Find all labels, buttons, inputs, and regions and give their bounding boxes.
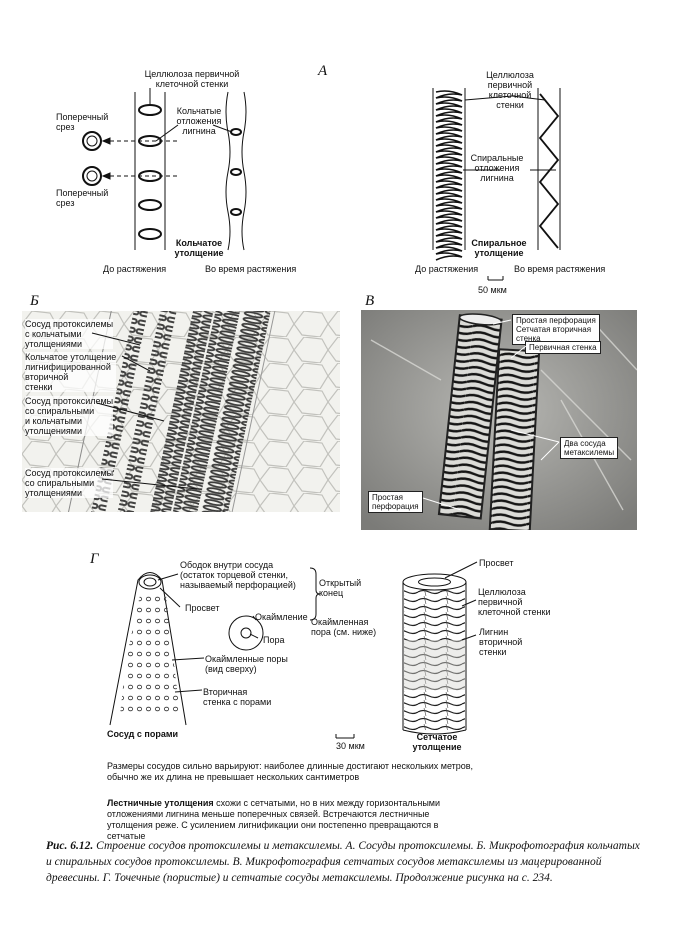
v-label-primary-wall: Первичная стенка xyxy=(525,341,601,354)
panel-v-letter: В xyxy=(365,293,375,309)
cross-section-label-1: Поперечный срез xyxy=(56,112,109,132)
b-label-spiral-vessel: Сосуд протоксилемы со спиральными утолще… xyxy=(25,468,114,498)
v-label-simple-perforation-top: Простая перфорация Сетчатая вторичная ст… xyxy=(512,314,600,345)
b-label-ring-thickening: Кольчатое утолщение лигнифицированной вт… xyxy=(25,352,117,392)
ladder-note: Лестничные утолщения схожи с сетчатыми, … xyxy=(107,787,440,842)
panel-a-drawing xyxy=(82,88,561,281)
panel-a-letter: А xyxy=(318,63,328,79)
panel-g-letter: Г xyxy=(90,551,99,567)
reticulate-title: Сетчатое утолщение xyxy=(412,732,462,752)
border-label: Окаймление xyxy=(255,612,308,622)
lumen-left-label: Просвет xyxy=(185,603,220,613)
panel-b-letter: Б xyxy=(30,293,39,309)
cellulose-label: Целлюлоза первичной клеточной стенки xyxy=(144,69,240,89)
lignin-right-label: Лигнин вторичной стенки xyxy=(479,627,523,657)
cellulose-right-label: Целлюлоза первичной клеточной стенки xyxy=(478,587,551,617)
lumen-right-label: Просвет xyxy=(479,558,514,568)
pore-label: Пора xyxy=(263,635,285,645)
ladder-note-text: схожи с сетчатыми, но в них между горизо… xyxy=(107,798,441,841)
bordered-pores-top-label: Окаймленные поры (вид сверху) xyxy=(205,654,288,674)
ring-deposits-label: Кольчатые отложения лигнина xyxy=(176,106,222,136)
before-stretch-right: До растяжения xyxy=(415,264,479,274)
figure-caption: Рис. 6.12. Строение сосудов протоксилемы… xyxy=(46,838,646,886)
cellulose-label-right: Целлюлоза первичной клеточной стенки xyxy=(486,70,534,110)
open-end-label: Открытый конец xyxy=(319,578,362,598)
cross-section-label-2: Поперечный срез xyxy=(56,188,109,208)
b-label-ring-vessel: Сосуд протоксилемы с кольчатыми утолщени… xyxy=(25,319,114,349)
spiral-deposits-label: Спиральные отложения лигнина xyxy=(470,153,524,183)
b-label-spiral-ring-vessel: Сосуд протоксилемы со спиральными и коль… xyxy=(25,396,114,436)
figure-number: Рис. 6.12. xyxy=(46,840,94,852)
secondary-wall-pores-label: Вторичная стенка с порами xyxy=(203,687,272,707)
spiral-thickening-title: Спиральное утолщение xyxy=(471,238,527,258)
panel-b-leaders xyxy=(91,332,198,490)
v-label-simple-perforation-bottom: Простая перфорация xyxy=(368,491,423,513)
scale-bar-a-label: 50 мкм xyxy=(478,285,507,295)
ring-thickening-title: Кольчатое утолщение xyxy=(174,238,224,258)
bordered-pore-label: Окаймленная пора (см. ниже) xyxy=(311,617,377,637)
v-label-two-vessels: Два сосуда метаксилемы xyxy=(560,437,619,459)
ladder-note-bold: Лестничные утолщения xyxy=(107,798,214,808)
before-stretch-left: До растяжения xyxy=(103,264,167,274)
rim-label: Ободок внутри сосуда (остаток торцевой с… xyxy=(180,560,296,590)
during-stretch-left: Во время растяжения xyxy=(205,264,297,274)
panel-v-leaders xyxy=(422,319,560,511)
scale-bar-g-label: 30 мкм xyxy=(336,741,365,751)
panel-g-drawing xyxy=(109,561,478,739)
sizes-note: Размеры сосудов сильно варьируют: наибол… xyxy=(107,761,474,782)
during-stretch-right: Во время растяжения xyxy=(514,264,606,274)
pitted-vessel-title: Сосуд с порами xyxy=(107,729,179,739)
figure-caption-text: Строение сосудов протоксилемы и метаксил… xyxy=(46,840,640,884)
